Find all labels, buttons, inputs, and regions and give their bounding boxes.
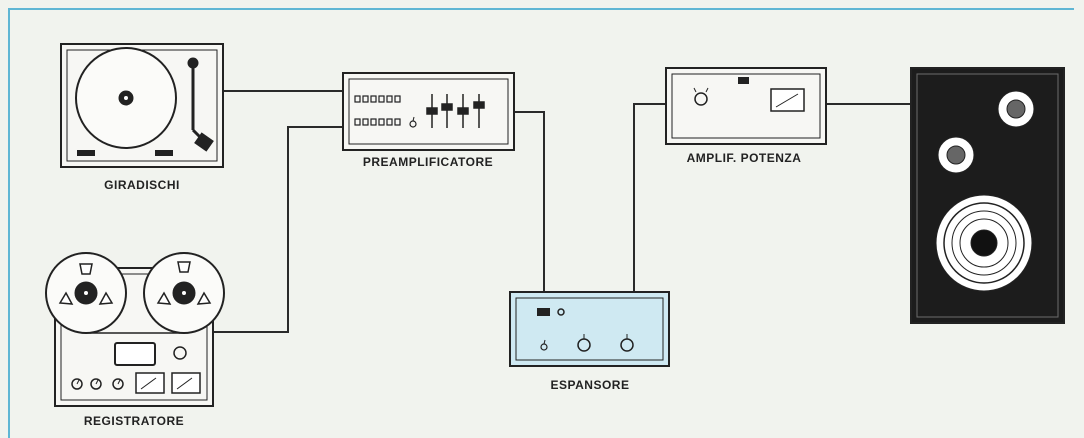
expander [509, 291, 670, 367]
frame-border [8, 8, 1074, 438]
expander-label: ESPANSORE [550, 378, 630, 392]
power-amplifier [665, 67, 827, 145]
turntable [60, 43, 224, 168]
tape-recorder-label: REGISTRATORE [83, 414, 185, 428]
wire-preamp-expander [513, 111, 545, 292]
wire-tape-preamp [212, 126, 343, 333]
turntable-label: GIRADISCHI [104, 178, 180, 192]
loudspeaker [910, 67, 1065, 324]
preamp-label: PREAMPLIFICATORE [362, 155, 494, 169]
wire-expander-poweramp [633, 103, 666, 292]
tape-recorder [45, 252, 225, 407]
power-amp-label: AMPLIF. POTENZA [686, 151, 802, 165]
preamplifier [342, 72, 515, 151]
connection-wires [212, 90, 911, 333]
